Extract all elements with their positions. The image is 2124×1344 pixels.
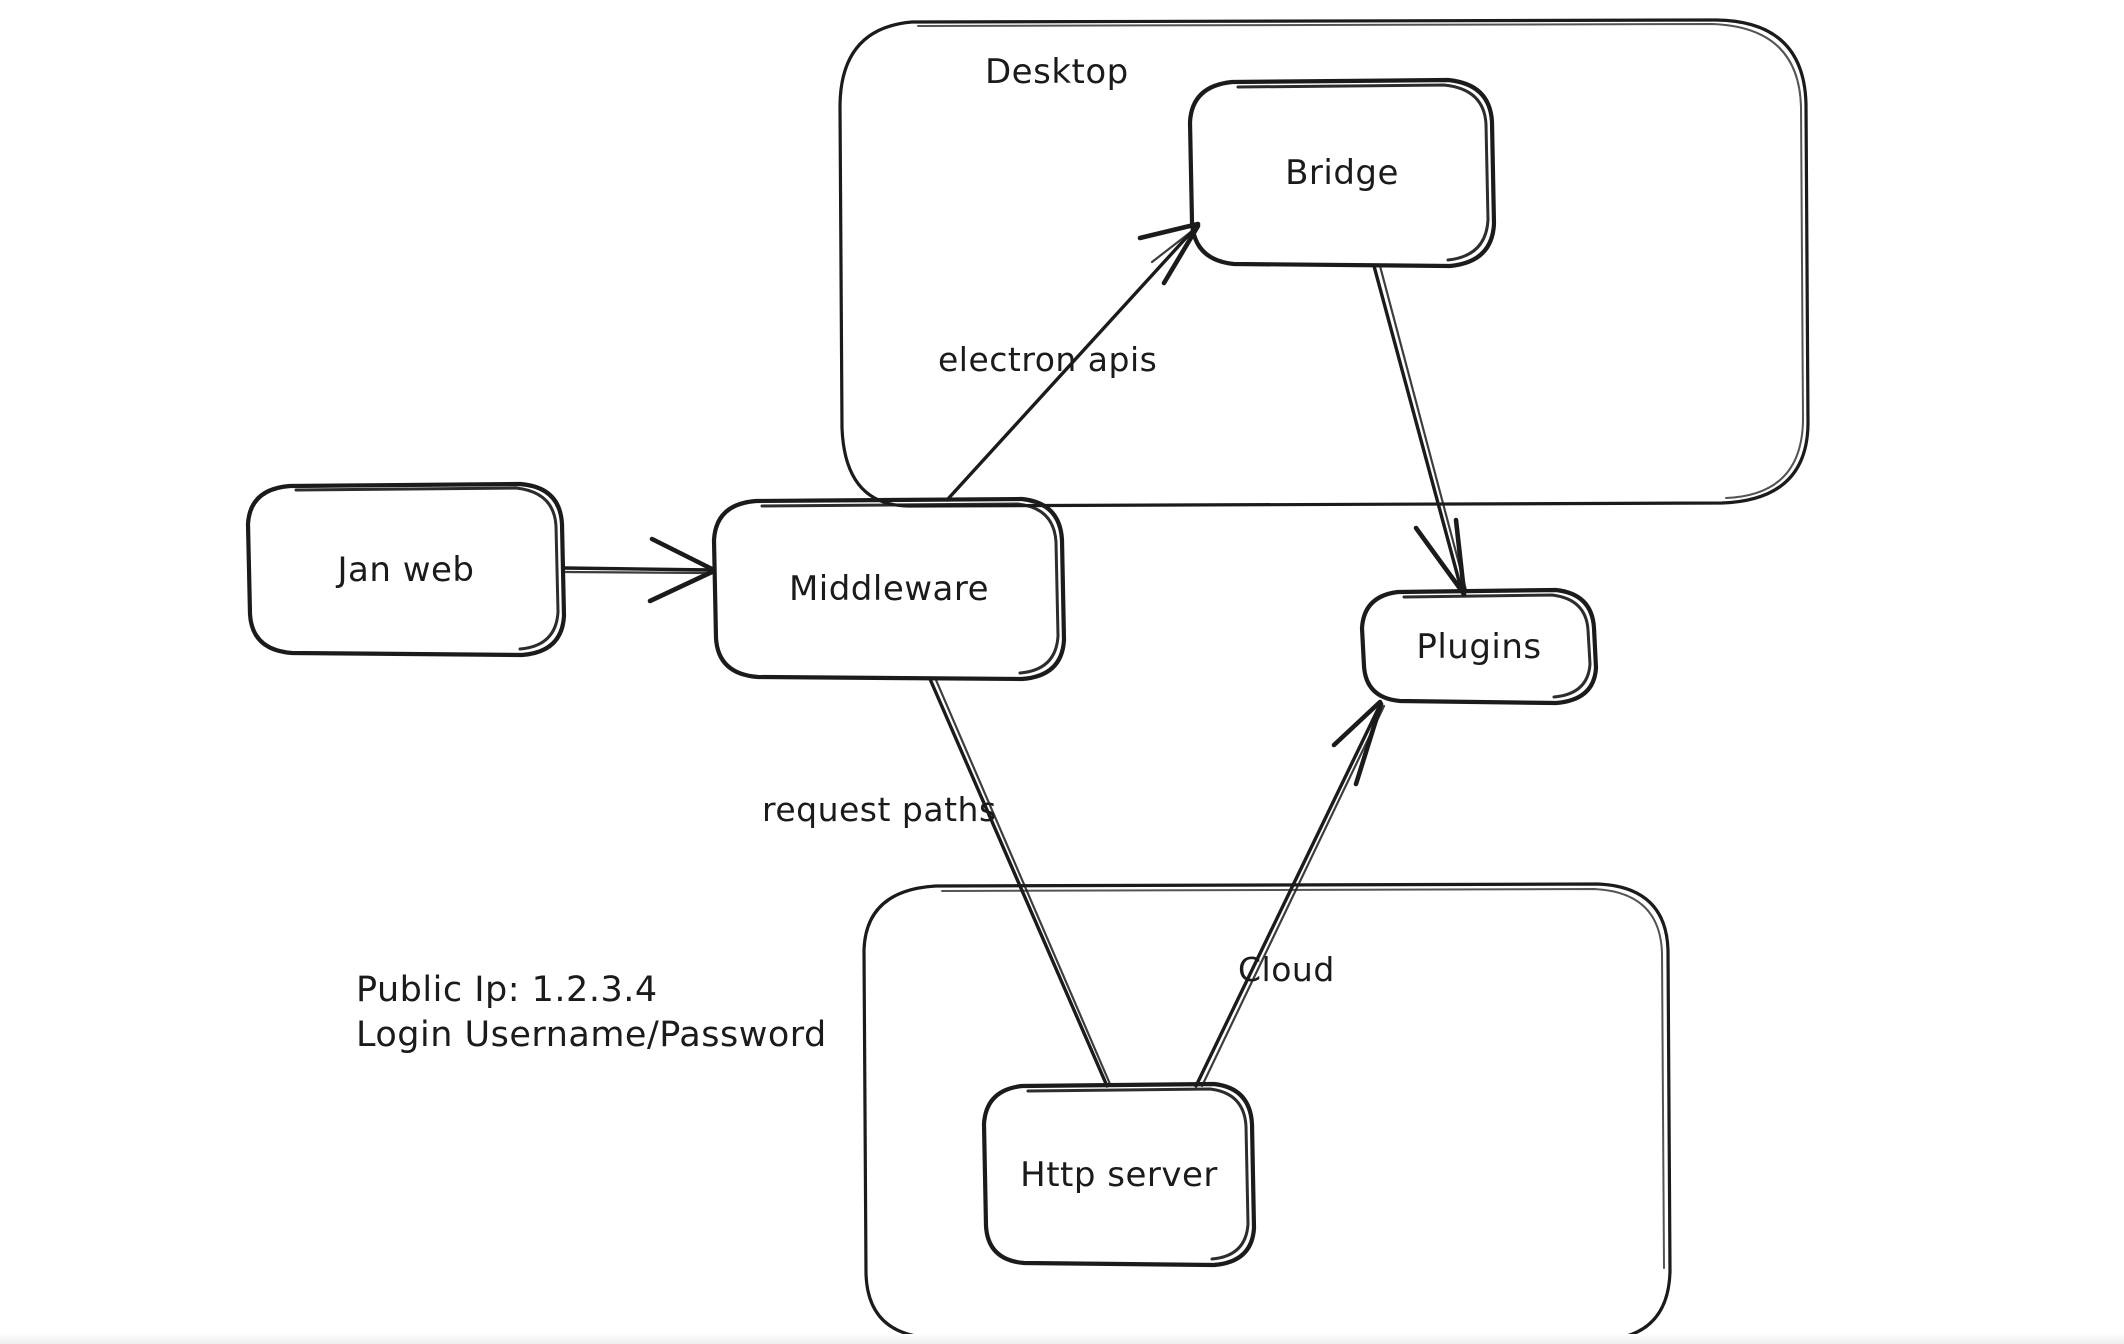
node-jan-web[interactable]: Jan web — [248, 484, 564, 655]
plugins-label: Plugins — [1416, 626, 1542, 667]
node-http-server[interactable]: Http server — [984, 1084, 1254, 1265]
jan-web-box-shape — [245, 481, 567, 658]
edge-label-request-paths: request paths — [762, 790, 997, 829]
node-middleware[interactable]: Middleware — [714, 499, 1064, 679]
plugins-box-shape — [1359, 587, 1599, 706]
bridge-box-shape — [1187, 77, 1497, 269]
edge-http-server-to-plugins — [1194, 699, 1386, 1088]
middleware-box-shape — [711, 496, 1067, 682]
note-public-ip-line1: Public Ip: 1.2.3.4 — [356, 970, 658, 1010]
edge-bridge-to-plugins — [1372, 264, 1468, 597]
edge-middleware-to-bridge — [945, 221, 1201, 502]
middleware-label: Middleware — [788, 569, 990, 609]
edge-jan-web-to-middleware — [562, 536, 717, 604]
jan-web-label: Jan web — [337, 549, 475, 590]
note-public-ip: Public Ip: 1.2.3.4 Login Username/Passwo… — [356, 968, 827, 1058]
desktop-container-shape — [838, 18, 1810, 508]
http-server-box-shape — [981, 1081, 1257, 1268]
note-public-ip-line2: Login Username/Password — [356, 1014, 827, 1055]
edge-middleware-to-http-server — [928, 677, 1112, 1088]
canvas-bottom-edge — [0, 1334, 2124, 1344]
node-plugins[interactable]: Plugins — [1362, 590, 1596, 703]
bridge-label: Bridge — [1285, 153, 1399, 193]
desktop-container-label: Desktop — [985, 52, 1129, 92]
node-bridge[interactable]: Bridge — [1190, 80, 1494, 266]
edge-label-electron-apis: electron apis — [938, 340, 1158, 379]
edge-label-cloud: Cloud — [1238, 950, 1335, 989]
http-server-label: Http server — [1020, 1154, 1218, 1195]
